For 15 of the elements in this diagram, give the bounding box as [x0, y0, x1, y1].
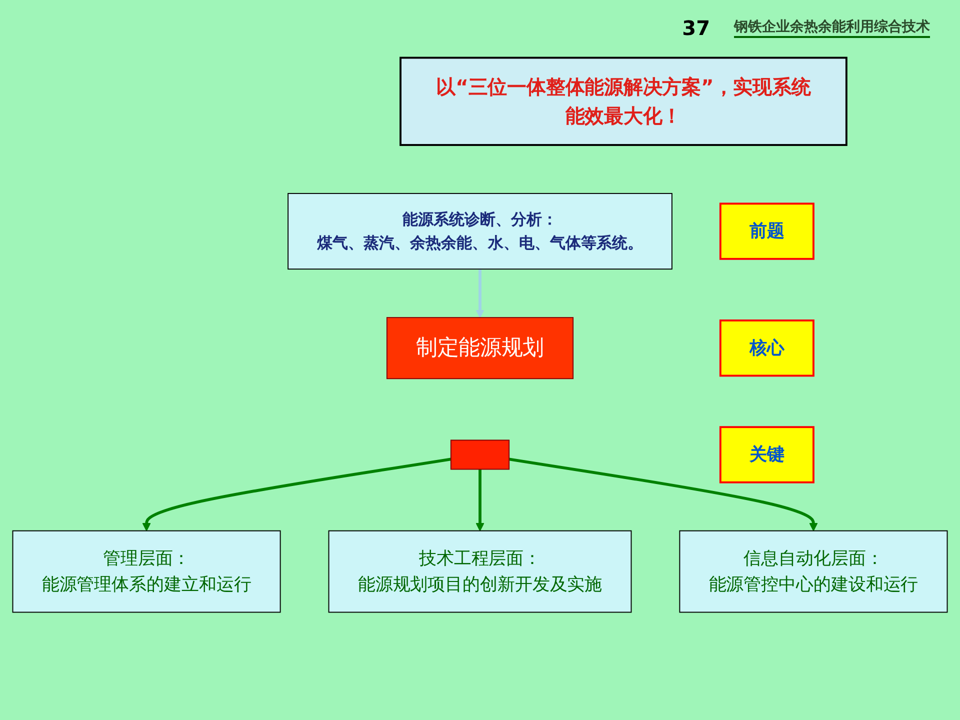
arrow [142, 458, 452, 532]
node-box: 技术工程层面： 能源规划项目的创新开发及实施 [328, 530, 632, 613]
node-box: 管理层面： 能源管理体系的建立和运行 [12, 530, 281, 613]
node-box: 以“三位一体整体能源解决方案”，实现系统能效最大化！ [400, 56, 848, 146]
arrow [508, 458, 818, 532]
arrow [476, 469, 484, 532]
node-box: 能源系统诊断、分析： 煤气、蒸汽、余热余能、水、电、气体等系统。 [288, 192, 672, 270]
page-number: 37 [682, 16, 710, 40]
arrow [476, 269, 484, 318]
node-box: 制定能源规划 [386, 317, 574, 380]
node-box: 前题 [719, 202, 814, 260]
header-text: 钢铁企业余热余能利用综合技术 [734, 18, 930, 38]
node-box: 信息自动化层面： 能源管控中心的建设和运行 [679, 530, 948, 613]
node-bar [450, 440, 510, 470]
node-box: 关键 [719, 426, 814, 484]
